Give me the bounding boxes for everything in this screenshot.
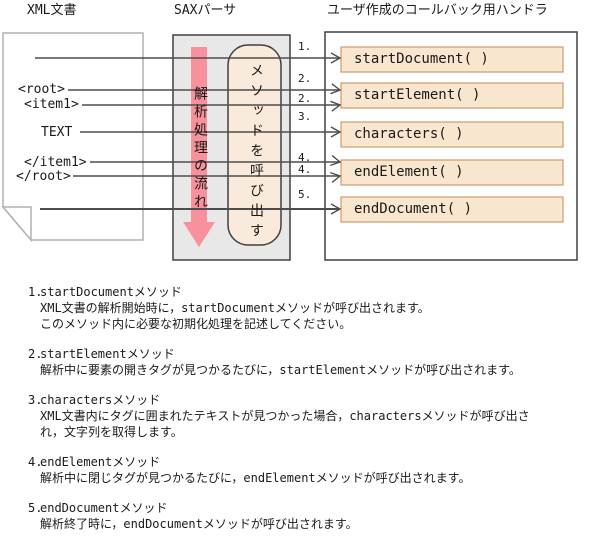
arrowhead-icon-2: [330, 83, 342, 95]
note-title: startDocumentメソッド: [40, 285, 182, 299]
notes-list: 1. startDocumentメソッド XML文書の解析開始時に，startD…: [28, 284, 600, 536]
note-desc: 解析終了時に，endDocumentメソッドが呼び出されます。: [40, 517, 358, 531]
arrow-number-3: 3.: [298, 110, 312, 123]
note-desc: このメソッド内に必要な初期化処理を記述してください。: [40, 317, 352, 331]
xml-tag-item1-open: <item1>: [24, 97, 79, 112]
diagram-canvas: [1, 31, 578, 261]
method-box-enddocument: [340, 196, 564, 223]
note-number: 4.: [28, 455, 43, 469]
method-label-startelement: startElement( ): [354, 87, 481, 103]
arrow-number-4a: 4.: [298, 151, 312, 164]
note-desc: XML文書の解析開始時に，startDocumentメソッドが呼び出されます。: [40, 301, 430, 315]
arrowhead-icon-3: [330, 100, 342, 112]
flow-down-arrow-icon: [183, 47, 215, 247]
method-box-endelement: [340, 159, 564, 186]
method-box-startelement: [340, 82, 564, 109]
arrowhead-icon-6: [330, 171, 342, 184]
arrowhead-icon-1: [330, 52, 342, 64]
note-number: 3.: [28, 393, 43, 407]
arrow-number-1: 1.: [298, 40, 312, 53]
note-number: 5.: [28, 501, 43, 515]
call-method-box: [227, 44, 282, 246]
sax-parser-title: SAXパーサ: [174, 3, 237, 18]
note-title: endDocumentメソッド: [40, 501, 168, 515]
note-enddocument: 5. endDocumentメソッド 解析終了時に，endDocumentメソッ…: [28, 500, 600, 532]
connector-lines: [35, 57, 340, 210]
method-label-enddocument: endDocument( ): [354, 201, 473, 217]
arrow-number-2b: 2.: [298, 92, 312, 105]
method-label-startdocument: startDocument( ): [354, 51, 489, 67]
arrowhead-icon-5: [330, 154, 342, 167]
xml-doc-title: XML文書: [27, 3, 77, 18]
method-label-characters: characters( ): [354, 126, 464, 142]
xml-tag-root-open: <root>: [18, 82, 65, 97]
note-desc: れ，文字列を取得します。: [40, 425, 183, 439]
note-number: 2.: [28, 347, 43, 361]
folded-corner-icon: [1, 206, 32, 243]
xml-text-node: TEXT: [41, 125, 73, 140]
note-title: startElementメソッド: [40, 347, 175, 361]
arrowhead-icon-4: [330, 126, 342, 138]
note-title: charactersメソッド: [40, 393, 161, 407]
note-desc: 解析中に要素の開きタグが見つかるたびに，startElementメソッドが呼び出…: [40, 363, 521, 377]
arrow-number-4b: 4.: [298, 163, 312, 176]
note-number: 1.: [28, 285, 43, 299]
note-title: endElementメソッド: [40, 455, 161, 469]
arrow-number-5: 5.: [298, 188, 312, 201]
xml-tag-item1-close: </item1>: [24, 155, 87, 170]
method-box-startdocument: [340, 46, 564, 73]
note-startelement: 2. startElementメソッド 解析中に要素の開きタグが見つかるたびに，…: [28, 346, 600, 378]
call-label: メソッドを呼び出す: [248, 63, 264, 243]
note-startdocument: 1. startDocumentメソッド XML文書の解析開始時に，startD…: [28, 284, 600, 332]
flow-label: 解析処理の流れ: [192, 86, 208, 212]
note-characters: 3. charactersメソッド XML文書内にタグに囲まれたテキストが見つか…: [28, 392, 600, 440]
note-desc: 解析中に閉じタグが見つかるたびに，endElementメソッドが呼び出されます。: [40, 471, 471, 485]
handler-title: ユーザ作成のコールバック用ハンドラ: [327, 3, 548, 18]
method-box-characters: [340, 121, 564, 148]
note-endelement: 4. endElementメソッド 解析中に閉じタグが見つかるたびに，endEl…: [28, 454, 600, 486]
method-label-endelement: endElement( ): [354, 164, 464, 180]
arrowhead-icon-7: [330, 203, 342, 215]
xml-tag-root-close: </root>: [16, 169, 71, 184]
arrow-number-2a: 2.: [298, 72, 312, 85]
note-desc: XML文書内にタグに囲まれたテキストが見つかった場合，charactersメソッ…: [40, 409, 530, 423]
arrowheads: [330, 52, 342, 215]
xml-document-shape: [2, 32, 144, 241]
